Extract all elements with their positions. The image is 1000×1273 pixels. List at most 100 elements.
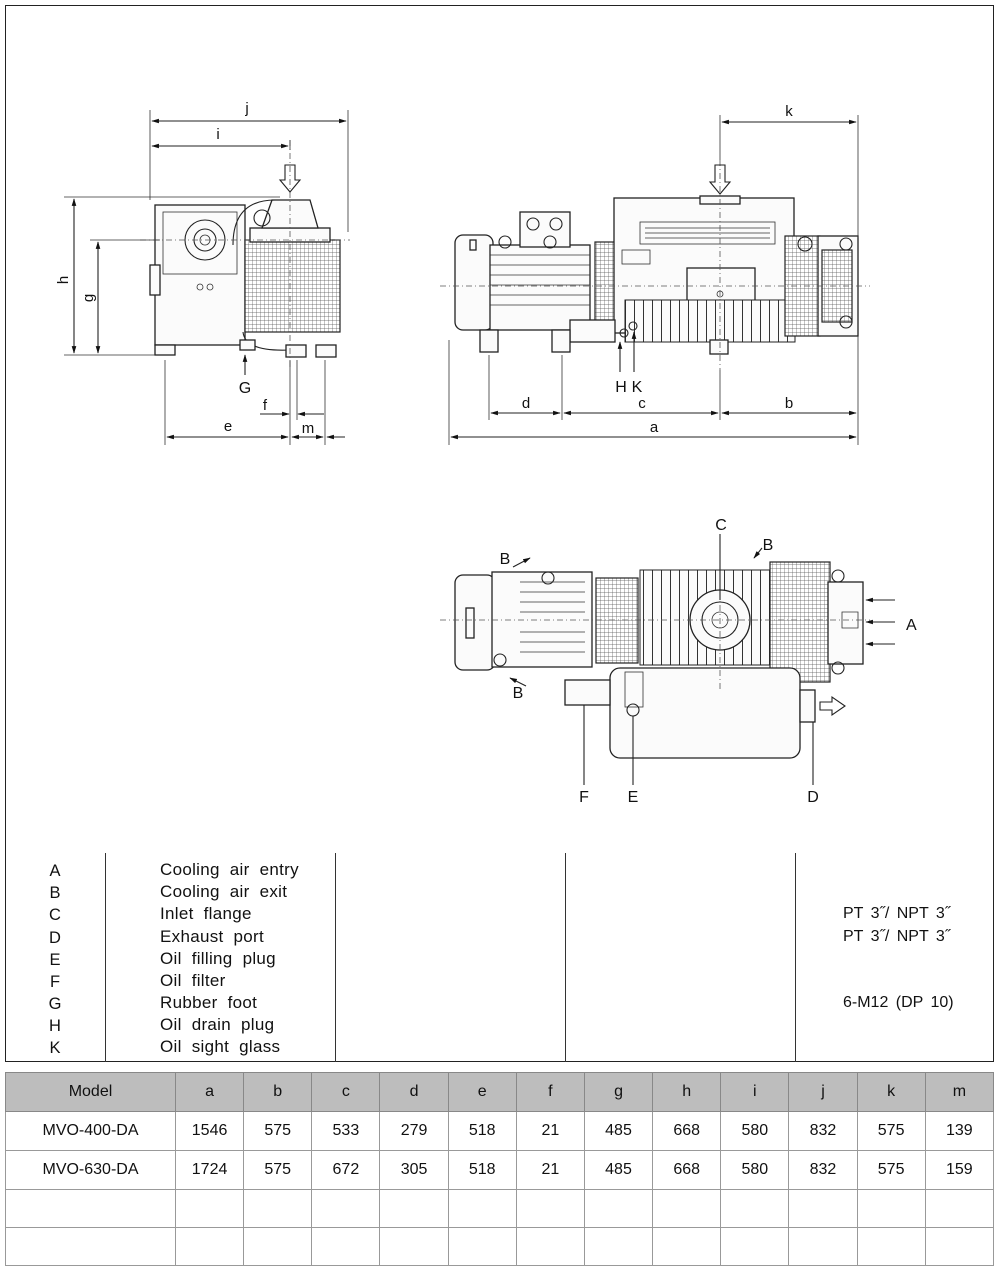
table-header: k [856, 1072, 926, 1112]
spec-inlet: PT 3˝/ NPT 3˝ [843, 905, 951, 922]
dim-b-label: b [785, 395, 793, 412]
table-cell: 1546 [174, 1111, 245, 1151]
front-view-dimensions: k d c b a H K [448, 103, 859, 445]
legend-description: Oil filter [160, 971, 226, 990]
table-cell [720, 1189, 790, 1228]
table-cell: 21 [515, 1111, 585, 1151]
legend-panel: A B C D E F G H K Cooling air entry Cool… [5, 853, 994, 1062]
table-row-empty [5, 1227, 995, 1266]
table-header: g [583, 1072, 654, 1112]
side-view [140, 140, 350, 370]
dim-d-label: d [522, 395, 530, 412]
table-cell: 668 [652, 1150, 722, 1190]
callout-e: E [628, 789, 639, 806]
table-cell: 575 [243, 1111, 313, 1151]
table-cell [5, 1189, 176, 1228]
table-header: e [447, 1072, 517, 1112]
table-header: m [924, 1072, 995, 1112]
table-cell [924, 1227, 995, 1266]
spec-exhaust: PT 3˝/ NPT 3˝ [843, 928, 951, 945]
table-cell [174, 1227, 245, 1266]
table-cell: 575 [243, 1150, 313, 1190]
front-view [440, 160, 870, 370]
table-cell: 305 [379, 1150, 449, 1190]
dim-e-label: e [224, 418, 232, 435]
callout-f: F [579, 789, 589, 806]
table-cell: 832 [788, 1111, 858, 1151]
side-view-dimensions: j i h g f e m G [55, 100, 349, 445]
dim-c-label: c [638, 395, 646, 412]
table-header-row: Model a b c d e f g h i j k m [5, 1072, 995, 1112]
table-cell [174, 1189, 245, 1228]
table-cell: 575 [856, 1111, 926, 1151]
table-cell [243, 1227, 313, 1266]
table-cell [583, 1227, 654, 1266]
dim-g-label: g [80, 294, 97, 302]
drawing-frame [5, 5, 994, 1062]
table-cell [515, 1189, 585, 1228]
table-cell: 1724 [174, 1150, 245, 1190]
table-cell [5, 1227, 176, 1266]
dim-f-label: f [263, 397, 268, 414]
table-cell: 533 [311, 1111, 381, 1151]
dim-m-label: m [302, 420, 315, 437]
table-row: MVO-630-DA 1724 575 672 305 518 21 485 6… [5, 1150, 995, 1190]
legend-divider [335, 853, 336, 1062]
legend-description: Cooling air exit [160, 882, 288, 901]
legend-description: Oil drain plug [160, 1015, 275, 1034]
table-cell: 518 [447, 1111, 517, 1151]
table-cell: 575 [856, 1150, 926, 1190]
table-cell [924, 1189, 995, 1228]
legend-description: Oil sight glass [160, 1037, 281, 1056]
table-cell: 668 [652, 1111, 722, 1151]
legend-letter: D [49, 929, 61, 947]
table-cell: 672 [311, 1150, 381, 1190]
table-header: c [311, 1072, 381, 1112]
table-cell: 580 [720, 1150, 790, 1190]
technical-drawing: j i h g f e m G [55, 100, 917, 806]
legend-letter: B [49, 884, 61, 902]
table-row: MVO-400-DA 1546 575 533 279 518 21 485 6… [5, 1111, 995, 1151]
callout-d: D [807, 789, 819, 806]
legend-divider [795, 853, 796, 1062]
table-cell [720, 1227, 790, 1266]
top-view [440, 540, 895, 759]
table-row-empty [5, 1189, 995, 1228]
callout-b-right: B [763, 537, 774, 554]
table-cell [243, 1189, 313, 1228]
table-cell: 580 [720, 1111, 790, 1151]
table-header: i [720, 1072, 790, 1112]
table-cell: MVO-630-DA [5, 1150, 176, 1190]
table-cell [379, 1189, 449, 1228]
dim-k-label: k [785, 103, 793, 120]
dim-a-label: a [650, 419, 659, 436]
table-cell: 21 [515, 1150, 585, 1190]
table-cell: 832 [788, 1150, 858, 1190]
legend-description: Cooling air entry [160, 860, 299, 879]
table-cell [788, 1227, 858, 1266]
table-cell [447, 1189, 517, 1228]
legend-description: Inlet flange [160, 904, 252, 923]
callout-k: K [632, 379, 643, 396]
table-cell [583, 1189, 654, 1228]
table-cell [379, 1227, 449, 1266]
table-cell [652, 1227, 722, 1266]
table-header: j [788, 1072, 858, 1112]
table-cell: 159 [924, 1150, 995, 1190]
table-cell [311, 1227, 381, 1266]
callout-b-bottom: B [513, 685, 524, 702]
legend-description: Exhaust port [160, 927, 265, 946]
table-cell [652, 1189, 722, 1228]
table-cell: 485 [583, 1111, 654, 1151]
dim-j-label: j [244, 100, 248, 117]
legend-letter: G [48, 995, 62, 1013]
table-header: b [243, 1072, 313, 1112]
callout-g-side: G [239, 380, 251, 397]
legend-divider [105, 853, 106, 1062]
callout-h: H [615, 379, 627, 396]
table-cell: 279 [379, 1111, 449, 1151]
table-cell [447, 1227, 517, 1266]
callout-a: A [906, 617, 917, 634]
spec-rubber-foot: 6-M12 (DP 10) [843, 994, 954, 1011]
legend-divider [565, 853, 566, 1062]
